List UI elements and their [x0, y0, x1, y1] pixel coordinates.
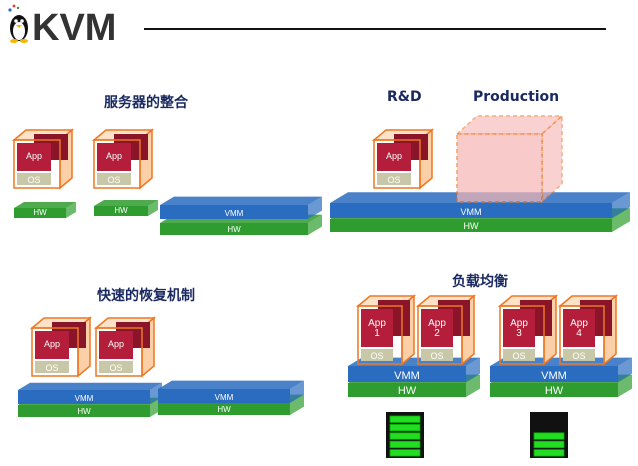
hw-recovery-2-label: HW: [217, 405, 231, 414]
hw-lb-1-label: HW: [398, 385, 417, 397]
vmm-lb-2-label: VMM: [541, 370, 567, 382]
vm-server-2-app-label: App: [106, 151, 122, 161]
hw-server-1: HW: [14, 202, 76, 218]
vm-lb-2-os-label: OS: [430, 351, 443, 361]
battery-cell: [389, 449, 421, 457]
vmm-recovery-1: VMM: [18, 382, 162, 404]
vm-lb-3-os-label: OS: [512, 351, 525, 361]
battery-cell: [389, 440, 421, 449]
hw-recovery-1-label: HW: [77, 407, 91, 416]
vmm-lb-2: VMM: [490, 357, 632, 382]
title-rnd: R&D: [387, 89, 422, 105]
battery-cell: [389, 415, 421, 423]
vmm-recovery-1-label: VMM: [75, 394, 94, 403]
vm-rnd-app-label: App: [386, 151, 402, 161]
vm-server-1-os-label: OS: [27, 175, 40, 185]
hw-server-2: HW: [94, 200, 158, 216]
production-vm-placeholder: [455, 114, 564, 204]
vm-server-2-os-label: OS: [107, 175, 120, 185]
vm-recovery-1-os-label: OS: [45, 363, 58, 373]
vm-rnd-os-label: OS: [387, 175, 400, 185]
logo-text: KVM: [32, 7, 116, 48]
hw-server-2-label: HW: [114, 206, 128, 215]
vm-recovery-2-app-label: App: [108, 339, 124, 349]
vm-server-1-app-label: App: [26, 151, 42, 161]
vmm-lb-1: VMM: [348, 357, 480, 382]
tux-penguin-icon: [8, 4, 28, 43]
battery-cell: [533, 449, 565, 457]
title-load-balance: 负载均衡: [452, 274, 508, 290]
hw-server-1-label: HW: [33, 208, 47, 217]
title-consolidation: 服务器的整合: [104, 95, 188, 111]
hw-consolidated-label: HW: [227, 225, 241, 234]
battery-gauge-2: [530, 412, 568, 458]
vm-lb-1-os-label: OS: [370, 351, 383, 361]
header-rule: [144, 28, 606, 30]
battery-cell: [389, 432, 421, 440]
vm-lb-4-os-label: OS: [572, 351, 585, 361]
vmm-rnd-prod-label: VMM: [461, 207, 482, 217]
vmm-consolidated: VMM: [160, 196, 322, 219]
vmm-consolidated-label: VMM: [225, 209, 244, 218]
vmm-recovery-2-label: VMM: [215, 393, 234, 402]
battery-cell: [533, 440, 565, 449]
battery-gauge-1: [386, 412, 424, 458]
vmm-recovery-2: VMM: [158, 380, 304, 403]
hw-lb-2-label: HW: [545, 385, 564, 397]
kvm-logo: KVM: [2, 0, 142, 49]
vmm-lb-1-label: VMM: [394, 370, 420, 382]
battery-cell: [533, 432, 565, 440]
title-fast-recovery: 快速的恢复机制: [97, 288, 195, 304]
title-production: Production: [473, 89, 560, 105]
vm-recovery-2-os-label: OS: [109, 363, 122, 373]
hw-rnd-prod-label: HW: [464, 221, 479, 231]
vm-recovery-1-app-label: App: [44, 339, 60, 349]
battery-cell: [389, 423, 421, 432]
